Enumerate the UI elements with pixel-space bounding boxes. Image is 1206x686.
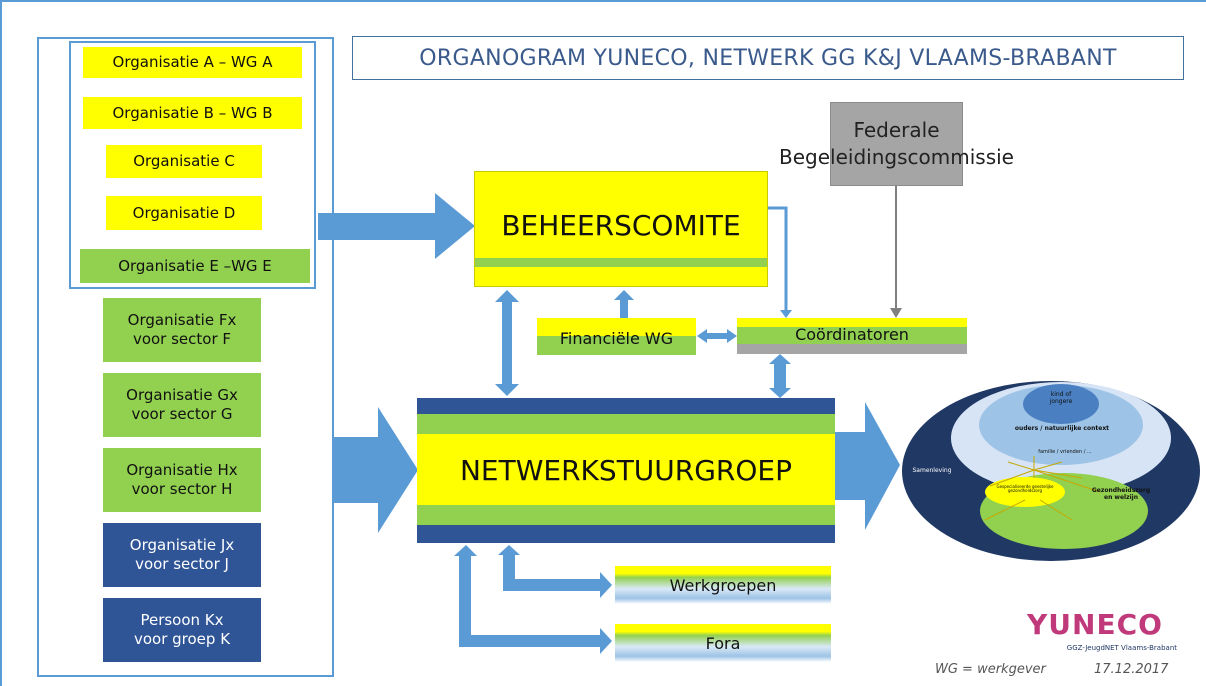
- model-green-center: Gespecialiseerde geestelijke gezondheids…: [996, 484, 1054, 494]
- model-green-title: Gezondheidszorg en welzijn: [1091, 487, 1151, 501]
- yuneco-logo: YUNECO GGZ-JeugdNET Vlaams-Brabant: [1027, 608, 1177, 652]
- model-tree-lines: [984, 456, 1101, 521]
- organisation-j: Organisatie Jx voor sector J: [103, 523, 261, 587]
- organisation-f-line2: voor sector F: [132, 330, 232, 348]
- arrow-coordinatoren-netwerk: [769, 354, 791, 398]
- netwerk-green-bottom: [417, 505, 835, 525]
- arrow-to-netwerkstuurgroep: [334, 407, 418, 533]
- page-title: ORGANOGRAM YUNECO, NETWERK GG K&J VLAAMS…: [352, 36, 1184, 80]
- line-beheer-coordinatoren: [768, 206, 788, 312]
- organisation-d: Organisatie D: [106, 196, 262, 230]
- organisation-h: Organisatie Hx voor sector H: [103, 448, 261, 512]
- model-ring2-label: ouders / natuurlijke context: [1014, 425, 1110, 432]
- organisation-b: Organisatie B – WG B: [83, 97, 302, 129]
- netwerkstuurgroep-box: NETWERKSTUURGROEP: [417, 398, 835, 543]
- yuneco-logo-subtitle: GGZ-JeugdNET Vlaams-Brabant: [1066, 644, 1177, 652]
- yuneco-logo-text: YUNECO: [1027, 608, 1163, 641]
- beheerscomite-box: BEHEERSCOMITE: [474, 171, 768, 287]
- organisation-c: Organisatie C: [106, 145, 262, 178]
- person-k-line2: voor groep K: [133, 630, 231, 648]
- coordinatoren-green-stripe: [737, 327, 967, 344]
- beheerscomite-green-stripe: [475, 258, 767, 267]
- organisation-f-line1: Organisatie Fx: [127, 311, 237, 330]
- arrow-fora: [454, 545, 612, 654]
- financiele-wg-green-stripe: [537, 336, 696, 355]
- beheerscomite-label: BEHEERSCOMITE: [501, 208, 741, 242]
- netwerk-navy-top: [417, 398, 835, 414]
- organisation-h-line2: voor sector H: [131, 480, 233, 498]
- organisation-h-line1: Organisatie Hx: [126, 461, 238, 480]
- organisation-a: Organisatie A – WG A: [83, 47, 302, 78]
- federale-begeleidingscommissie: Federale Begeleidingscommissie: [779, 102, 1014, 186]
- person-k: Persoon Kx voor groep K: [103, 598, 261, 662]
- employer-organisations-frame: [69, 41, 316, 289]
- organisation-f: Organisatie Fx voor sector F: [103, 298, 261, 362]
- financiele-wg-label: Financiële WG: [559, 328, 674, 348]
- person-k-line1: Persoon Kx: [140, 611, 224, 630]
- coordinatoren-box: Coördinatoren: [737, 318, 967, 354]
- model-left-label: Samenleving: [912, 467, 952, 474]
- footer-date: 17.12.2017: [1094, 662, 1169, 677]
- federal-line1: Federale: [853, 118, 940, 142]
- frame-top-border: [0, 0, 1206, 2]
- arrow-to-model: [835, 402, 900, 530]
- coordinatoren-grey-stripe: [737, 344, 967, 354]
- organisation-g: Organisatie Gx voor sector G: [103, 373, 261, 437]
- organisations-outer-frame: [37, 37, 334, 677]
- werkgroepen-label: Werkgroepen: [669, 575, 777, 595]
- coordinatoren-label: Coördinatoren: [795, 324, 909, 344]
- frame-left-border: [0, 0, 2, 686]
- model-ring2: [979, 385, 1143, 465]
- model-center-label: kind of jongere: [1049, 391, 1073, 405]
- organisation-e: Organisatie E –WG E: [80, 249, 310, 283]
- footer-note: WG = werkgever: [935, 662, 1046, 677]
- arrow-financiele-coordinatoren: [697, 329, 737, 343]
- werkgroepen-box: Werkgroepen: [615, 566, 831, 604]
- fora-box: Fora: [615, 624, 831, 662]
- arrow-to-beheerscomite: [318, 193, 475, 259]
- fora-label: Fora: [705, 633, 741, 653]
- arrow-werkgroepen: [498, 545, 612, 598]
- organisation-g-line1: Organisatie Gx: [126, 386, 238, 405]
- financiele-wg-box: Financiële WG: [537, 318, 696, 355]
- model-core: [1023, 384, 1099, 424]
- organisation-j-line2: voor sector J: [135, 555, 229, 573]
- arrow-financiele-up: [614, 290, 634, 318]
- organisation-g-line2: voor sector G: [131, 405, 233, 423]
- netwerk-navy-bottom: [417, 525, 835, 543]
- model-ring3-label: familie / vrienden / ...: [1038, 449, 1092, 455]
- organisation-j-line1: Organisatie Jx: [129, 536, 235, 555]
- netwerk-green-top: [417, 414, 835, 434]
- model-yellow-center: [985, 477, 1065, 507]
- arrow-beheer-netwerk: [495, 290, 519, 396]
- netwerkstuurgroep-label: NETWERKSTUURGROEP: [459, 453, 793, 487]
- federal-line2: Begeleidingscommissie: [779, 145, 1014, 169]
